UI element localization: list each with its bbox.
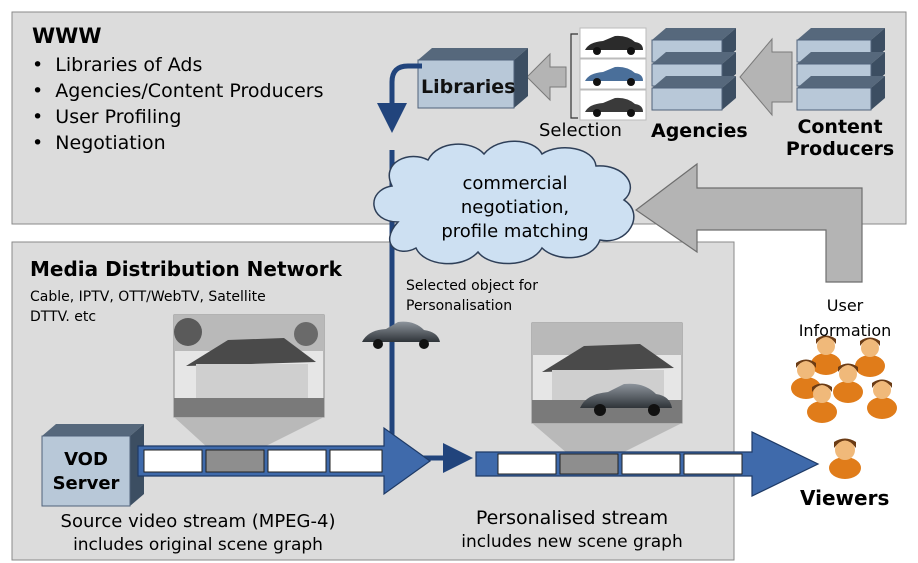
www-bullet-text: Libraries of Ads [55, 54, 203, 76]
www-bullet-text: Agencies/Content Producers [55, 80, 324, 102]
content-producers-label-line: Content [797, 116, 883, 138]
personalised-stream-label-line: includes new scene graph [461, 532, 683, 552]
producers-to-agencies-arrow [739, 37, 793, 117]
original-scene-projection [174, 417, 324, 448]
content-producers-stack [796, 28, 885, 111]
content-producers-label: Content Producers [781, 116, 899, 160]
user-information-label-line: User [826, 296, 864, 315]
vod-server-label-line: Server [52, 473, 120, 494]
www-title: WWW [32, 24, 102, 48]
personalised-stream-frames [497, 453, 743, 475]
original-scene-image [173, 314, 325, 418]
personalised-scene-projection [532, 423, 682, 454]
source-stream-label-line: Source video stream (MPEG-4) [60, 511, 336, 532]
mdn-title: Media Distribution Network [30, 257, 342, 281]
user-information-return-arrow [634, 162, 863, 283]
selected-car-object [362, 321, 440, 349]
vod-server-label-line: VOD [64, 449, 108, 470]
selection-bracket [570, 33, 578, 119]
selected-object-label: Selected object for Personalisation [406, 276, 538, 316]
libraries-down-arrow [377, 63, 422, 133]
www-bullet-list: • Libraries of Ads • Agencies/Content Pr… [32, 52, 324, 156]
cloud-text-line: negotiation, [460, 197, 570, 218]
www-bullet-item: • Agencies/Content Producers [32, 80, 324, 102]
car-thumbnails [579, 27, 647, 121]
www-bullet-text: User Profiling [55, 106, 182, 128]
personalised-stream-label-line: Personalised stream [475, 507, 669, 529]
mdn-subtitle-line: Cable, IPTV, OTT/WebTV, Satellite [30, 289, 266, 305]
source-stream-frames [143, 449, 383, 473]
cloud-text: commercial negotiation, profile matching [420, 172, 610, 244]
libraries-label: Libraries [421, 76, 516, 98]
user-information-label: User Information [776, 293, 914, 343]
agencies-stack [651, 28, 736, 111]
www-bullet-text: Negotiation [55, 132, 166, 154]
personalised-stream-label: Personalised stream includes new scene g… [424, 506, 720, 553]
libraries-box [417, 48, 528, 109]
personalised-scene-image [531, 322, 683, 424]
viewer-person-icon [829, 438, 861, 479]
viewers-label: Viewers [800, 486, 890, 510]
negotiation-cloud [373, 140, 635, 265]
mdn-subtitle: Cable, IPTV, OTT/WebTV, Satellite DTTV. … [30, 287, 266, 327]
user-information-people-group [791, 335, 897, 423]
mdn-subtitle-line: DTTV. etc [30, 309, 97, 325]
www-bullet-item: • Libraries of Ads [32, 54, 203, 76]
cloud-text-line: profile matching [441, 221, 589, 242]
user-information-label-line: Information [798, 321, 892, 340]
selected-object-label-line: Personalisation [406, 298, 513, 314]
www-bullet-item: • Negotiation [32, 132, 166, 154]
cloud-text-line: commercial [462, 173, 568, 194]
vod-server-box [41, 424, 144, 507]
selection-label: Selection [539, 120, 622, 141]
source-stream-label-line: includes original scene graph [73, 535, 323, 555]
content-producers-label-line: Producers [785, 138, 895, 160]
selected-object-label-line: Selected object for [406, 278, 538, 294]
selection-to-libraries-arrow [526, 52, 567, 102]
agencies-label: Agencies [651, 120, 748, 142]
source-stream-label: Source video stream (MPEG-4) includes or… [18, 510, 378, 556]
vod-server-label: VOD Server [42, 448, 130, 496]
www-bullet-item: • User Profiling [32, 106, 182, 128]
